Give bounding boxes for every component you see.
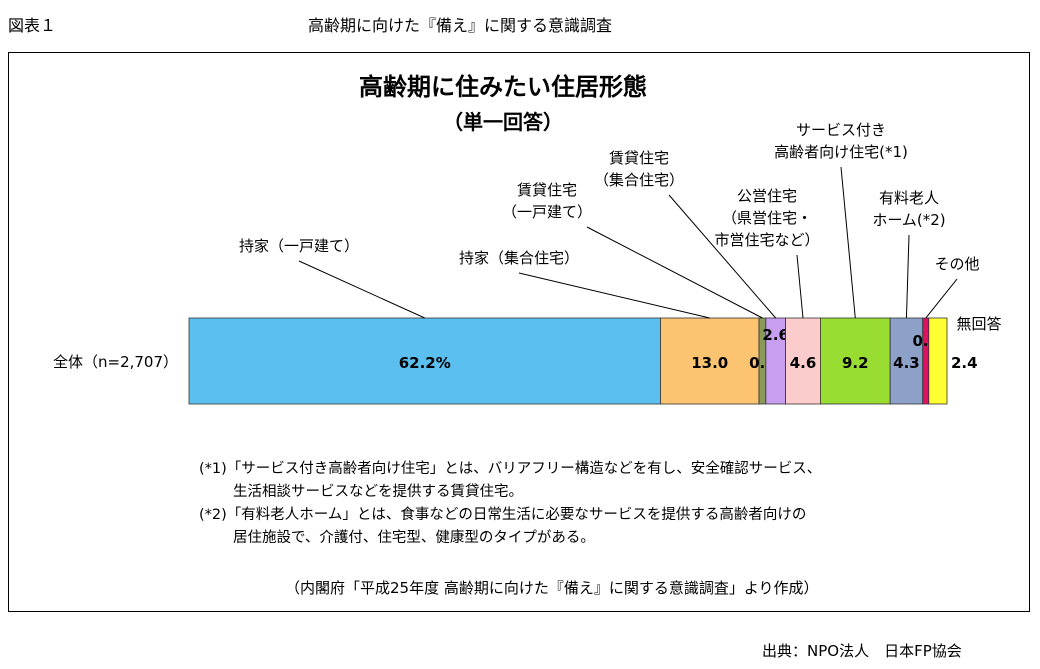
leader-line-1 — [298, 260, 425, 319]
segment-label-6-line-1: サービス付き — [796, 121, 886, 139]
figure-label: 図表１ — [8, 16, 57, 35]
bar-segment-8 — [922, 317, 930, 405]
bar-segment-9 — [928, 317, 948, 405]
citation: （内閣府「平成25年度 高齢期に向けた『備え』に関する意識調査」より作成） — [285, 579, 819, 597]
bar-segment-1 — [188, 317, 661, 405]
stacked-bar-chart: 高齢期に住みたい住居形態 （単一回答） 全体（n=2,707） 62.2% 持家（一戸建… — [53, 73, 1002, 597]
note-line-2: 生活相談サービスなどを提供する賃貸住宅。 — [233, 483, 523, 500]
leader-line-6 — [840, 166, 856, 319]
note-line-4: 居住施設で、介護付、住宅型、健康型のタイプがある。 — [233, 529, 595, 546]
value-label-4: 2.6 — [762, 326, 789, 344]
bar-segment-5 — [785, 317, 821, 405]
segment-label-6-line-2: 高齢者向け住宅(*1) — [774, 143, 908, 161]
chart-title: 高齢期に住みたい住居形態 — [359, 73, 647, 101]
leader-line-8 — [925, 278, 958, 319]
segment-label-5-line-2: （県営住宅・ — [722, 209, 812, 227]
note-line-3: (*2)「有料老人ホーム」とは、食事などの日常生活に必要なサービスを提供する高齢… — [199, 506, 806, 523]
segment-label-2-line-1: 持家（集合住宅） — [459, 249, 579, 267]
chart-frame: 高齢期に住みたい住居形態 （単一回答） 全体（n=2,707） 62.2% 持家（一戸建… — [8, 52, 1030, 612]
segment-label-8-line-1: その他 — [934, 255, 979, 273]
segment-label-1-line-1: 持家（一戸建て） — [239, 237, 359, 255]
bar-segment-2 — [660, 317, 760, 405]
source-credit: 出典：NPO法人 日本FP協会 — [762, 642, 962, 660]
value-label-6: 9.2 — [842, 354, 869, 372]
segment-label-7-line-2: ホーム(*2) — [872, 211, 945, 229]
chart-subtitle: （単一回答） — [443, 110, 563, 134]
segment-label-5-line-3: 市営住宅など） — [714, 231, 819, 249]
row-label: 全体（n=2,707） — [53, 353, 178, 371]
leader-line-2 — [518, 272, 710, 319]
value-label-9: 2.4 — [951, 354, 978, 372]
value-label-7: 4.3 — [893, 354, 920, 372]
leader-line-3 — [586, 226, 763, 319]
segment-label-4-line-1: 賃貸住宅 — [609, 149, 669, 167]
segment-label-3-line-1: 賃貸住宅 — [517, 181, 577, 199]
bar-segment-6 — [820, 317, 891, 405]
segment-label-3-line-2: （一戸建て） — [502, 203, 592, 221]
value-label-2: 13.0 — [691, 354, 728, 372]
leader-line-7 — [905, 234, 910, 319]
segment-label-4-line-2: （集合住宅） — [594, 171, 684, 189]
leader-line-4 — [668, 194, 777, 319]
value-label-1: 62.2% — [399, 354, 451, 372]
page-title: 高齢期に向けた『備え』に関する意識調査 — [308, 16, 613, 35]
note-line-1: (*1)「サービス付き高齢者向け住宅」とは、バリアフリー構造などを有し、安全確認… — [199, 459, 821, 477]
bar-segment-7 — [889, 317, 924, 405]
segment-label-5-line-1: 公営住宅 — [737, 187, 797, 205]
segment-label-7-line-1: 有料老人 — [879, 189, 939, 207]
value-label-5: 4.6 — [790, 354, 817, 372]
segment-label-9-line-1: 無回答 — [956, 315, 1001, 333]
leader-line-5 — [796, 254, 804, 319]
